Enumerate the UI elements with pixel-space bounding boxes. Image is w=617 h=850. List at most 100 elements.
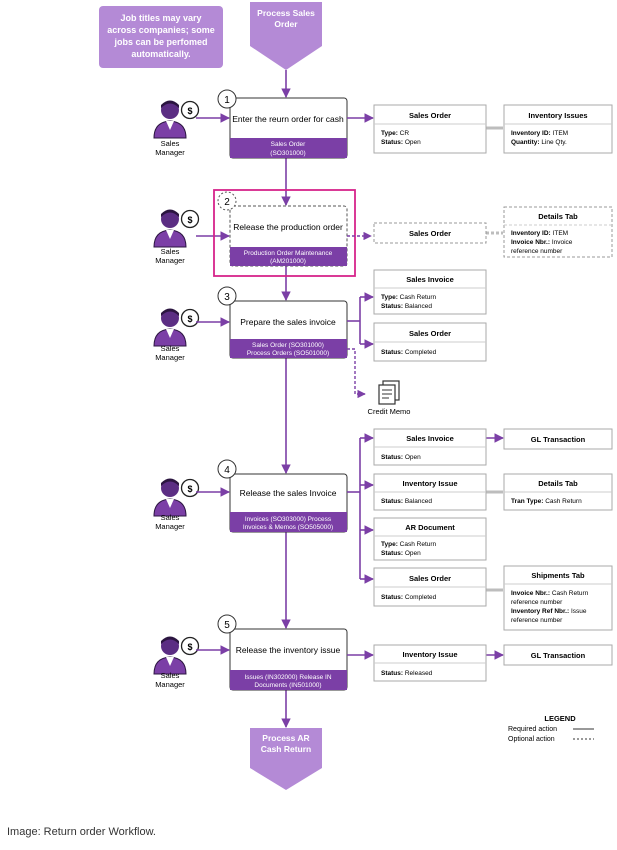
step-2: Release the production order Production … [213,189,356,277]
end-process-shape: Process AR Cash Return [250,728,322,790]
svg-text:Status: Open: Status: Open [381,550,421,557]
svg-text:Type: Cash Return: Type: Cash Return [381,294,437,301]
svg-text:Status: Open: Status: Open [381,139,421,146]
legend: LEGEND Required action Optional action [508,714,594,743]
svg-text:Release the inventory issue: Release the inventory issue [236,645,341,655]
step-3: Prepare the sales invoice Sales Order (S… [217,286,348,359]
card-s4-inventory-issue: Inventory Issue Status: Balanced [373,473,487,511]
step-4: Release the sales Invoice Invoices (SO30… [217,459,348,533]
actor-sales-manager: $ Sales Manager [153,307,200,362]
svg-text:Issues (IN302000) Release IN: Issues (IN302000) Release IN [244,674,331,681]
card-s3-sales-invoice: Sales Invoice Type: Cash Return Status: … [373,269,487,315]
svg-text:Type: Cash Return: Type: Cash Return [381,541,437,548]
actor-sales-manager: $ Sales Manager [153,99,200,157]
svg-text:(AM201000): (AM201000) [270,258,306,265]
svg-text:Inventory ID: ITEM: Inventory ID: ITEM [511,130,568,137]
svg-text:Inventory Ref Nbr.: Issue: Inventory Ref Nbr.: Issue [511,608,587,615]
svg-text:jobs can be perfomed: jobs can be perfomed [113,37,207,47]
start-process-shape: Process Sales Order [250,2,322,70]
svg-text:Sales Invoice: Sales Invoice [406,434,454,443]
card-s2-sales-order: Sales Order [373,222,487,244]
svg-text:Manager: Manager [155,522,185,531]
card-s4-sales-invoice: Sales Invoice Status: Open [373,428,487,466]
svg-text:Status: Open: Status: Open [381,454,421,461]
job-titles-note: Job titles may vary across companies; so… [99,6,223,68]
svg-text:1: 1 [224,95,230,106]
svg-text:Manager: Manager [155,680,185,689]
card-s5-gl-transaction: GL Transaction [503,644,613,666]
svg-text:Tran Type: Cash Return: Tran Type: Cash Return [511,498,582,505]
svg-text:Details Tab: Details Tab [538,479,578,488]
card-s4-sales-order: Sales Order Status: Completed [373,567,487,607]
svg-text:Invoices & Memos (SO505000): Invoices & Memos (SO505000) [243,524,333,531]
svg-text:Shipments Tab: Shipments Tab [531,571,585,580]
actor-sales-manager: $ Sales Manager [153,477,200,531]
svg-text:Inventory ID: ITEM: Inventory ID: ITEM [511,230,568,237]
step-card-connectors [347,113,504,660]
svg-text:Sales Order: Sales Order [409,229,451,238]
card-s4-shipments-tab: Shipments Tab Invoice Nbr.: Cash Return … [503,565,613,631]
svg-text:Sales Order: Sales Order [409,111,451,120]
actor-step-connectors [196,113,230,655]
svg-text:Status: Completed: Status: Completed [381,594,437,601]
svg-text:reference number: reference number [511,617,563,624]
svg-text:GL Transaction: GL Transaction [531,435,586,444]
svg-text:GL Transaction: GL Transaction [531,651,586,660]
svg-text:Status: Balanced: Status: Balanced [381,303,432,310]
svg-text:$: $ [187,106,192,116]
card-s5-inventory-issue: Inventory Issue Status: Released [373,644,487,682]
svg-text:3: 3 [224,292,230,303]
step-1: Enter the reurn order for cash Sales Ord… [217,89,348,159]
svg-text:Enter the reurn order for cash: Enter the reurn order for cash [232,114,344,124]
card-link-bars [486,126,503,592]
svg-text:Inventory Issues: Inventory Issues [528,111,587,120]
svg-text:Sales Order (SO301000): Sales Order (SO301000) [252,342,324,349]
svg-text:$: $ [187,484,192,494]
svg-text:2: 2 [224,197,230,208]
svg-text:reference number: reference number [511,248,563,255]
svg-text:LEGEND: LEGEND [544,714,576,723]
svg-text:Prepare the sales invoice: Prepare the sales invoice [240,317,336,327]
actor-sales-manager: $ Sales Manager [153,208,200,265]
svg-text:AR Document: AR Document [405,523,455,532]
svg-text:Sales Order: Sales Order [409,574,451,583]
card-s4-details-tab: Details Tab Tran Type: Cash Return [503,473,613,511]
svg-text:Sales: Sales [161,247,180,256]
svg-text:4: 4 [224,465,230,476]
svg-text:Sales Order: Sales Order [271,141,307,148]
svg-text:Order: Order [274,19,298,29]
svg-text:$: $ [187,314,192,324]
svg-text:Invoice Nbr.: Cash Return: Invoice Nbr.: Cash Return [511,590,589,597]
svg-text:Sales: Sales [161,513,180,522]
svg-text:Quantity: Line Qty.: Quantity: Line Qty. [511,139,567,146]
svg-text:Sales: Sales [161,139,180,148]
card-s3-sales-order: Sales Order Status: Completed [373,322,487,362]
svg-text:Manager: Manager [155,256,185,265]
svg-text:Credit Memo: Credit Memo [368,407,411,416]
svg-text:Process Sales: Process Sales [257,8,315,18]
svg-text:automatically.: automatically. [131,49,190,59]
svg-text:Type: CR: Type: CR [381,130,409,137]
svg-text:Job titles may vary: Job titles may vary [120,13,201,23]
svg-text:Sales Invoice: Sales Invoice [406,275,454,284]
svg-text:Invoice Nbr.: Invoice: Invoice Nbr.: Invoice [511,239,573,246]
card-s2-details-tab: Details Tab Inventory ID: ITEM Invoice N… [503,206,613,258]
svg-text:Optional action: Optional action [508,736,555,743]
svg-text:Details Tab: Details Tab [538,212,578,221]
svg-text:across companies; some: across companies; some [107,25,215,35]
svg-text:Cash Return: Cash Return [261,744,312,754]
svg-text:Production Order Maintenance: Production Order Maintenance [244,250,333,257]
svg-text:Release the sales Invoice: Release the sales Invoice [240,488,337,498]
svg-text:5: 5 [224,620,230,631]
svg-text:$: $ [187,215,192,225]
svg-text:Required action: Required action [508,726,557,733]
svg-text:Manager: Manager [155,148,185,157]
svg-text:Status: Balanced: Status: Balanced [381,498,432,505]
svg-text:Process AR: Process AR [262,733,309,743]
svg-text:reference number: reference number [511,599,563,606]
svg-text:Sales: Sales [161,671,180,680]
svg-text:Status: Released: Status: Released [381,670,433,677]
svg-text:$: $ [187,642,192,652]
svg-text:(SO301000): (SO301000) [270,150,305,157]
